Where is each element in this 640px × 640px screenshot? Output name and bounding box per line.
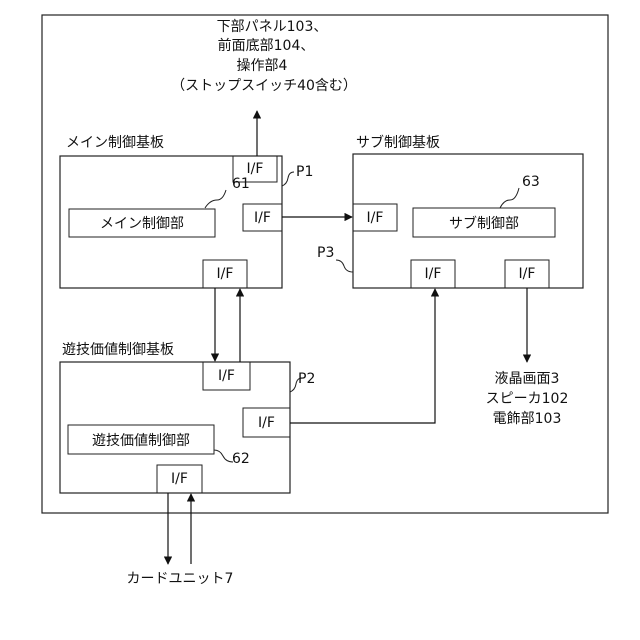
value-unit-label: 遊技価値制御部 (68, 425, 214, 454)
sub-if-left-label: I/F (353, 204, 397, 231)
main-if-right-label: I/F (243, 204, 282, 231)
ref-63-leader (500, 188, 519, 208)
sub-unit-label: サブ制御部 (413, 208, 555, 237)
right-target-line-1: 液晶画面3 (495, 371, 560, 388)
right-target-line-3: 電飾部103 (493, 411, 562, 428)
main-unit-label: メイン制御部 (69, 209, 215, 237)
value-unit-ref: 62 (232, 451, 250, 468)
port-p1: P1 (296, 164, 313, 181)
top-target-line-2: 前面底部104、 (218, 38, 315, 55)
value-if-right-label: I/F (243, 408, 290, 437)
value-if-top-label: I/F (203, 362, 250, 390)
p1-leader (282, 172, 294, 186)
value-board-title: 遊技価値制御基板 (62, 342, 174, 359)
top-target-line-3: 操作部4 (237, 58, 288, 75)
value-if-bottom-label: I/F (157, 465, 202, 493)
port-p3: P3 (317, 245, 334, 262)
bottom-target-label: カードユニット7 (127, 571, 234, 588)
main-board-title: メイン制御基板 (66, 135, 164, 152)
main-if-top-label: I/F (233, 156, 277, 182)
p3-leader (336, 260, 353, 272)
right-target-line-2: スピーカ102 (486, 391, 569, 408)
port-p2: P2 (298, 371, 315, 388)
ref-62-leader (214, 450, 233, 462)
sub-if-bottom-right-label: I/F (505, 260, 549, 288)
top-target-line-4: （ストップスイッチ40含む） (171, 78, 357, 95)
sub-if-bottom-left-label: I/F (411, 260, 455, 288)
top-target-line-1: 下部パネル103、 (217, 19, 328, 36)
ref-61-leader (205, 190, 226, 208)
arrow-value-to-sub (290, 289, 435, 423)
sub-board-title: サブ制御基板 (356, 135, 440, 152)
sub-unit-ref: 63 (522, 174, 540, 191)
main-if-bottom-label: I/F (203, 260, 247, 288)
